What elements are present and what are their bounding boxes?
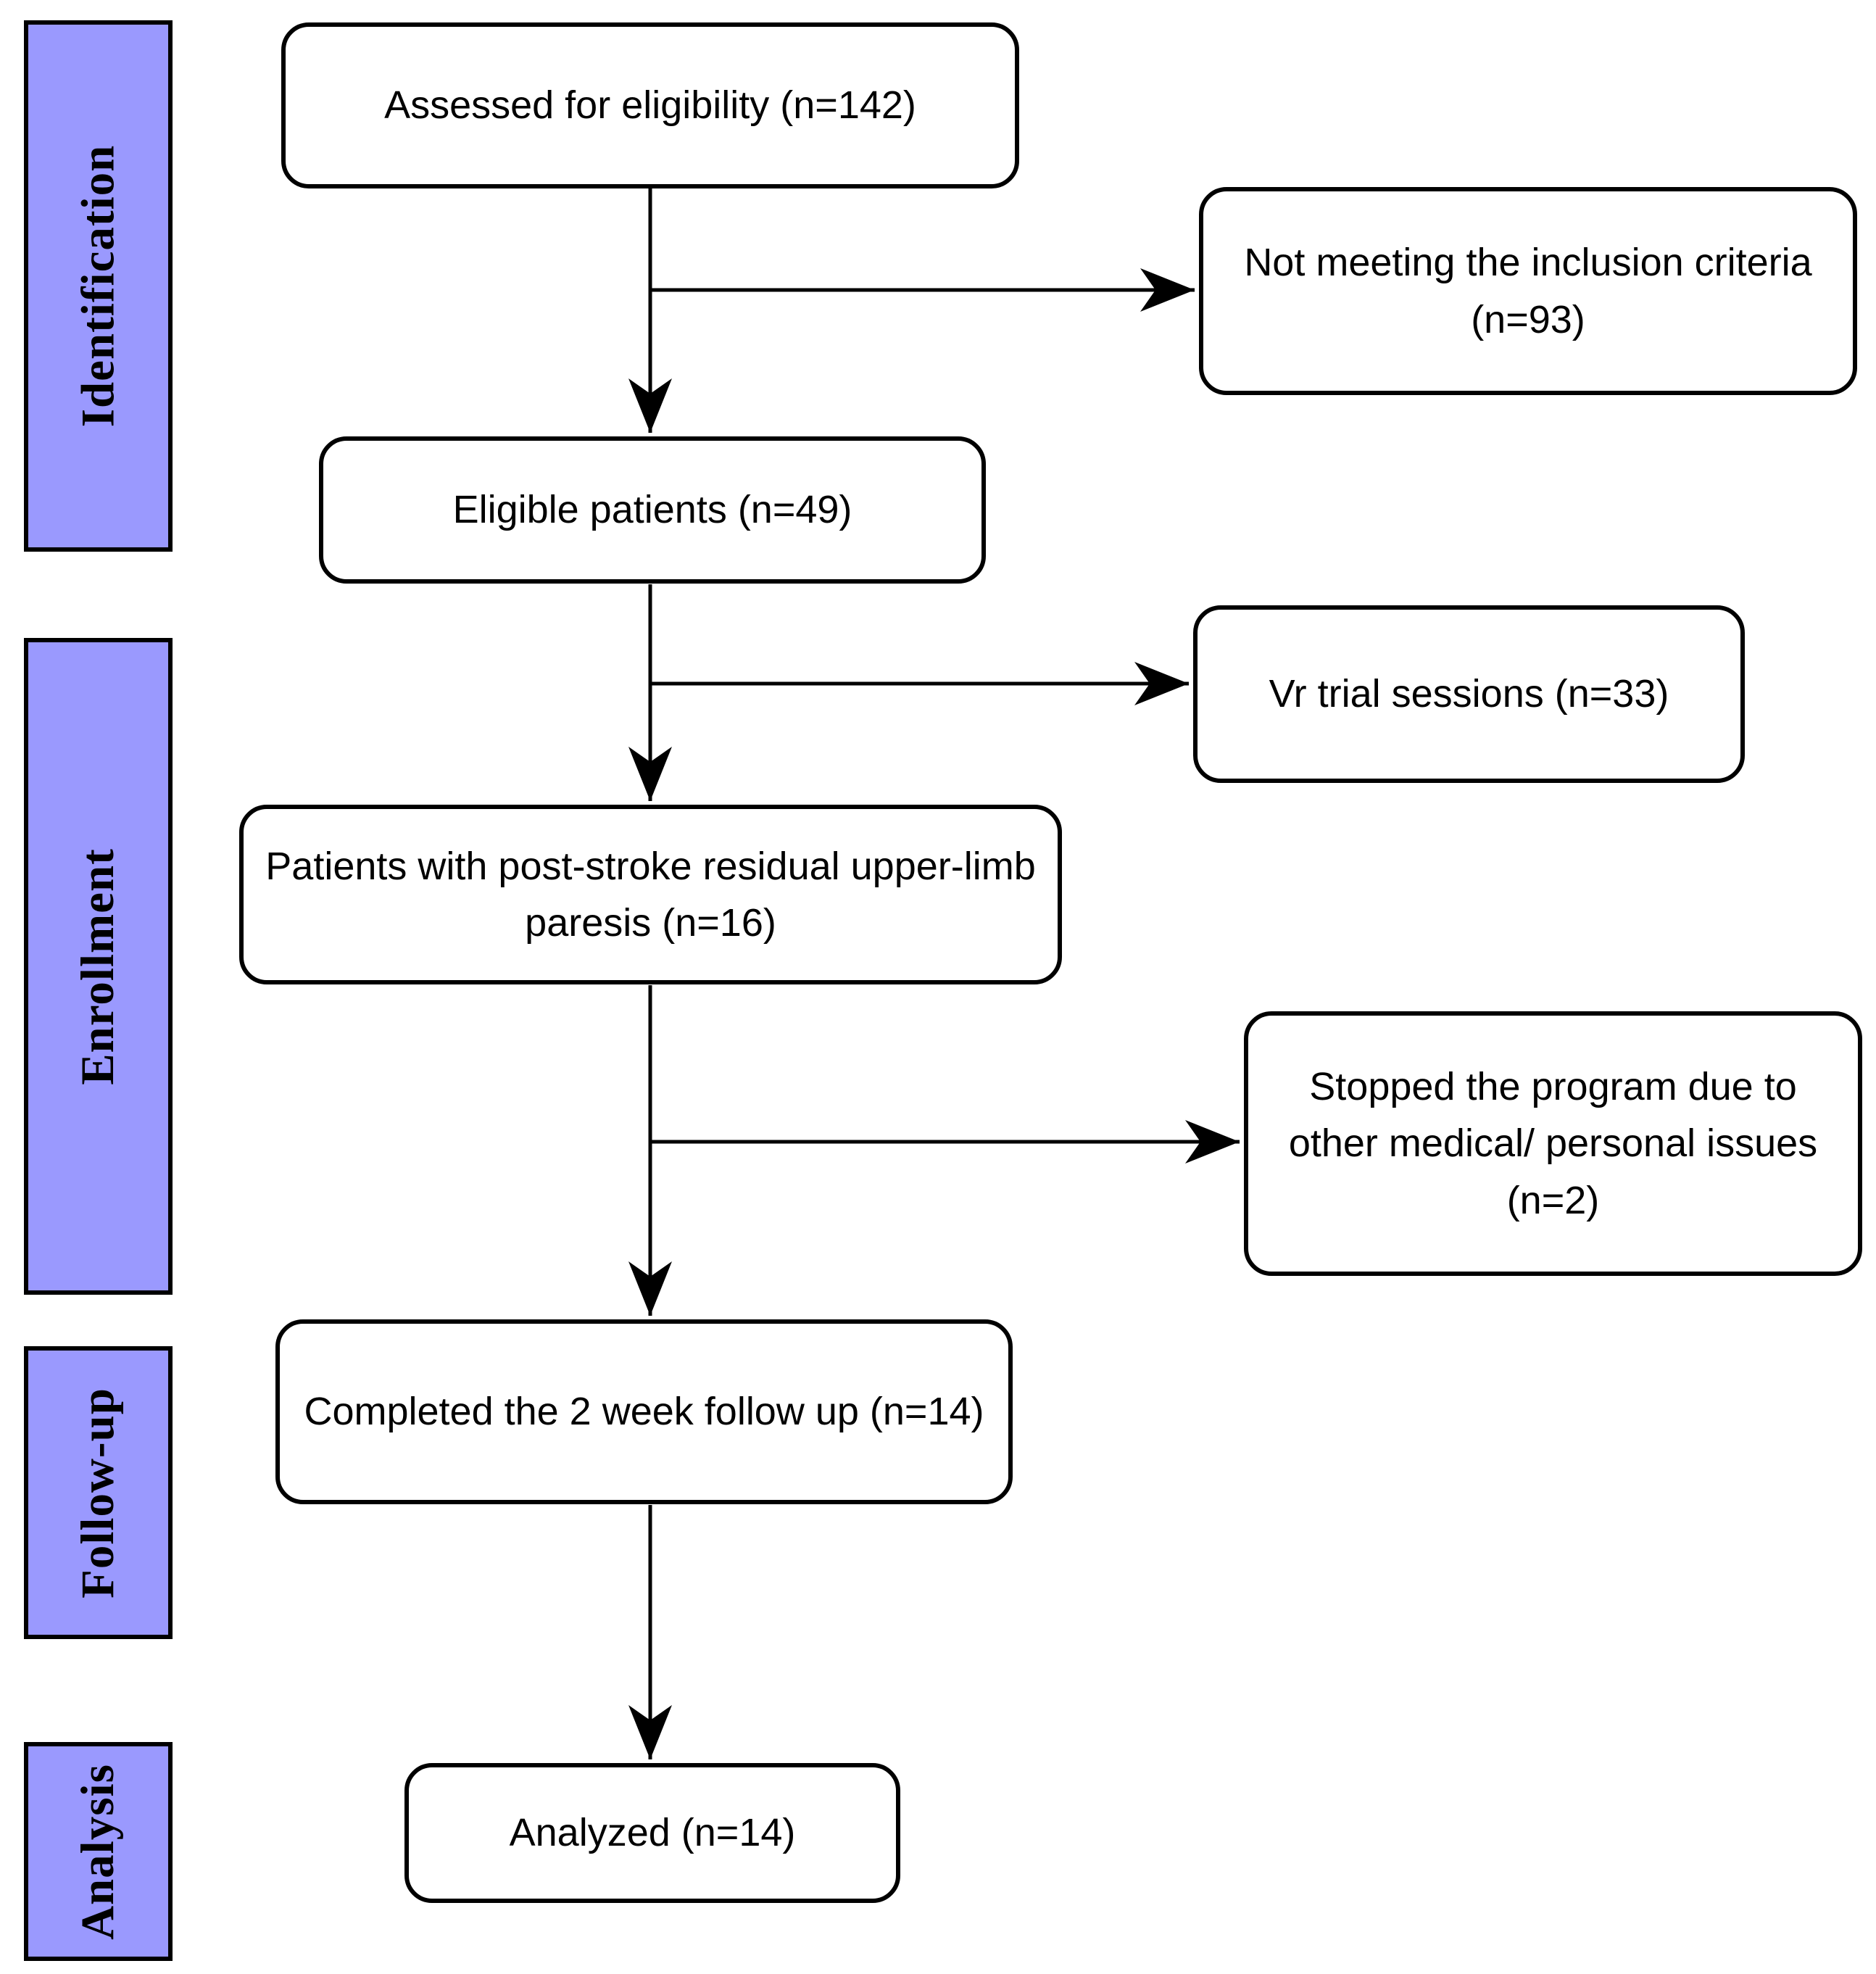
flow-box-completed-label: Completed the 2 week follow up (n=14)	[304, 1390, 984, 1434]
flow-box-analyzed-label: Analyzed (n=14)	[509, 1811, 796, 1855]
stage-follow-up: Follow-up	[24, 1346, 173, 1639]
flow-box-assessed-label: Assessed for eligibility (n=142)	[384, 83, 916, 128]
stage-identification-label: Identification	[72, 144, 124, 428]
flow-box-stopped-label: Stopped the program due to other medical…	[1288, 1065, 1818, 1222]
flow-box-eligible-label: Eligible patients (n=49)	[452, 488, 852, 532]
flow-box-stopped: Stopped the program due to other medical…	[1244, 1011, 1862, 1276]
flow-box-patients: Patients with post-stroke residual upper…	[239, 805, 1062, 984]
flow-box-not-meeting-label: Not meeting the inclusion criteria (n=93…	[1244, 241, 1812, 341]
flow-box-completed: Completed the 2 week follow up (n=14)	[275, 1319, 1013, 1504]
stage-identification: Identification	[24, 20, 173, 552]
flow-box-not-meeting: Not meeting the inclusion criteria (n=93…	[1199, 187, 1857, 395]
stage-follow-up-label: Follow-up	[72, 1387, 124, 1598]
flow-box-eligible: Eligible patients (n=49)	[319, 436, 986, 584]
flow-box-assessed: Assessed for eligibility (n=142)	[281, 22, 1019, 188]
flow-box-analyzed: Analyzed (n=14)	[404, 1763, 900, 1903]
flow-box-vr-trial-label: Vr trial sessions (n=33)	[1269, 672, 1669, 716]
stage-enrollment: Enrollment	[24, 638, 173, 1295]
flow-box-vr-trial: Vr trial sessions (n=33)	[1193, 605, 1745, 783]
stage-enrollment-label: Enrollment	[72, 847, 124, 1085]
stage-analysis-label: Analysis	[72, 1763, 124, 1940]
flow-box-patients-label: Patients with post-stroke residual upper…	[265, 844, 1036, 945]
stage-analysis: Analysis	[24, 1742, 173, 1961]
